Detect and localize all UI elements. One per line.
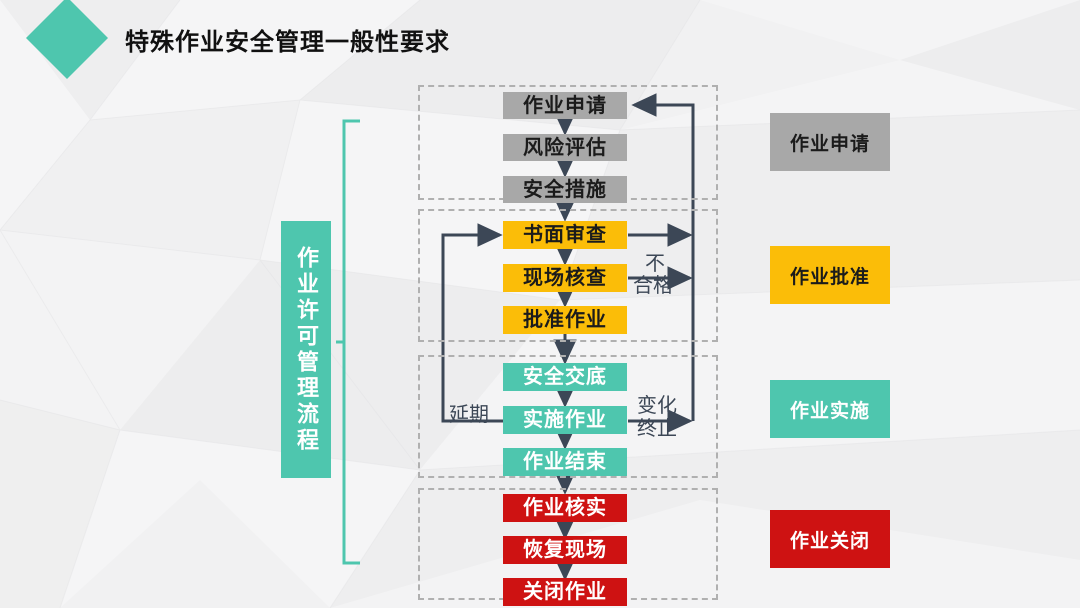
node-execute-1[interactable]: 安全交底: [503, 363, 627, 391]
teal-bracket: [324, 118, 364, 571]
label-extend: 延期: [449, 404, 489, 426]
process-side-label: 作业许可管理流程: [281, 221, 331, 478]
node-apply-1[interactable]: 作业申请: [503, 92, 627, 119]
label-change-line1: 变化: [637, 395, 677, 417]
node-execute-3[interactable]: 作业结束: [503, 448, 627, 476]
node-close-2[interactable]: 恢复现场: [503, 536, 627, 564]
legend-item-approve[interactable]: 作业批准: [770, 246, 890, 304]
legend-item-apply[interactable]: 作业申请: [770, 113, 890, 171]
node-approve-1[interactable]: 书面审查: [503, 221, 627, 249]
label-change-line2: 终止: [637, 418, 677, 440]
node-apply-2[interactable]: 风险评估: [503, 134, 627, 161]
process-side-label-text: 作业许可管理流程: [294, 245, 319, 454]
label-fail-line1: 不: [645, 253, 665, 275]
node-apply-3[interactable]: 安全措施: [503, 176, 627, 203]
slide-header: 特殊作业安全管理一般性要求: [0, 0, 1080, 80]
legend-item-close[interactable]: 作业关闭: [770, 510, 890, 568]
legend-item-execute[interactable]: 作业实施: [770, 380, 890, 438]
node-close-1[interactable]: 作业核实: [503, 494, 627, 522]
node-approve-2[interactable]: 现场核查: [503, 264, 627, 292]
diamond-icon: [25, 0, 109, 80]
node-execute-2[interactable]: 实施作业: [503, 406, 627, 434]
node-approve-3[interactable]: 批准作业: [503, 306, 627, 334]
label-fail-line2: 合格: [633, 275, 673, 297]
node-close-3[interactable]: 关闭作业: [503, 578, 627, 606]
page-title: 特殊作业安全管理一般性要求: [125, 29, 450, 56]
